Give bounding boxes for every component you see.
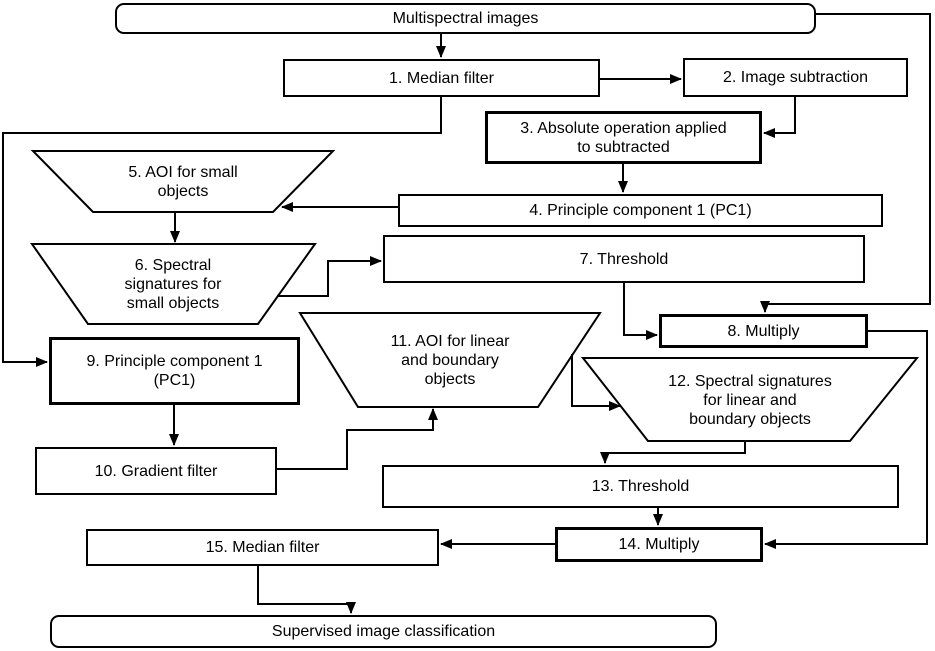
edge-gradient10-to-aoi-linear11 <box>277 408 438 470</box>
node-gradient-filter-10: 10. Gradient filter <box>35 447 277 495</box>
node-threshold-7: 7. Threshold <box>383 235 865 283</box>
node-gradient-filter-10-label: 10. Gradient filter <box>94 462 218 480</box>
node-image-subtraction-2: 2. Image subtraction <box>683 58 908 97</box>
edge-subtraction-to-absolute <box>763 97 796 138</box>
node-aoi-small-objects-shape <box>30 150 336 213</box>
edge-threshold7-to-multiply8 <box>623 283 658 340</box>
node-multiply-8: 8. Multiply <box>659 314 868 348</box>
node-absolute-operation-3-label: 3. Absolute operation applied to subtrac… <box>520 119 727 156</box>
node-median-filter-15-label: 15. Median filter <box>205 539 320 556</box>
edge-multiply8-to-multiply14 <box>764 330 928 549</box>
node-supervised-classification-label: Supervised image classification <box>271 623 496 640</box>
node-threshold-13: 13. Threshold <box>382 465 899 508</box>
node-threshold-13-label: 13. Threshold <box>591 478 690 495</box>
node-multiply-8-label: 8. Multiply <box>727 322 800 340</box>
node-principle-component-4: 4. Principle component 1 (PC1) <box>398 194 883 227</box>
edge-signatures-linear12-to-threshold13 <box>600 441 746 464</box>
node-aoi-linear-boundary-shape <box>298 312 602 408</box>
edge-median1-to-pc9 <box>2 97 442 367</box>
node-multispectral-images: Multispectral images <box>115 3 816 34</box>
node-absolute-operation-3: 3. Absolute operation applied to subtrac… <box>485 111 762 164</box>
node-image-subtraction-2-label: 2. Image subtraction <box>723 69 868 86</box>
node-multiply-14-label: 14. Multiply <box>618 536 700 553</box>
node-spectral-signatures-linear-shape <box>580 357 920 442</box>
node-supervised-classification: Supervised image classification <box>50 615 717 648</box>
node-principle-component-4-label: 4. Principle component 1 (PC1) <box>529 202 752 219</box>
node-spectral-signatures-small-shape <box>30 243 317 325</box>
edge-multispectral-to-multiply8 <box>760 13 931 313</box>
node-principle-component-9-label: 9. Principle component 1 (PC1) <box>86 353 263 389</box>
node-median-filter-1-label: 1. Median filter <box>389 69 494 87</box>
edge-median15-to-supervised <box>257 566 356 614</box>
node-principle-component-9: 9. Principle component 1 (PC1) <box>49 337 300 405</box>
edge-aoi-linear11-to-signatures-linear12 <box>571 354 621 411</box>
node-multiply-14: 14. Multiply <box>555 527 763 562</box>
edge-signatures-small-to-threshold7 <box>277 256 382 297</box>
node-median-filter-1: 1. Median filter <box>283 59 600 97</box>
node-threshold-7-label: 7. Threshold <box>579 250 669 268</box>
node-multispectral-images-label: Multispectral images <box>392 10 539 27</box>
node-median-filter-15: 15. Median filter <box>86 529 439 566</box>
